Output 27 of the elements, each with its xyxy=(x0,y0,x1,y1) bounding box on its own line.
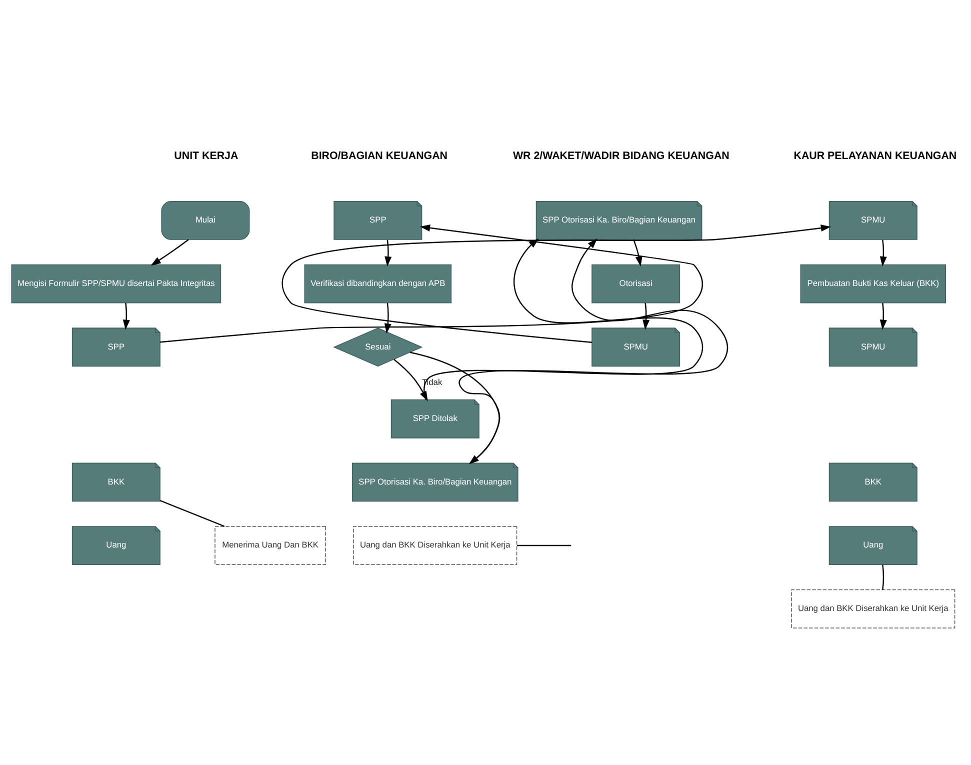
arrow xyxy=(424,238,704,400)
connector xyxy=(517,544,572,546)
node-box: Menerima Uang Dan BKK xyxy=(214,526,326,564)
label: KAUR PELAYANAN KEUANGAN xyxy=(794,150,957,162)
arrow xyxy=(282,224,831,342)
node-box: Uang dan BKK Diserahkan ke Unit Kerja xyxy=(353,526,518,564)
label: BIRO/BAGIAN KEUANGAN xyxy=(311,150,448,162)
connector xyxy=(882,564,884,590)
arrow xyxy=(160,224,703,342)
node-box: Verifikasi dibandingkan dengan APB xyxy=(304,264,452,303)
arrow xyxy=(150,238,189,266)
node-box: Uang dan BKK Diserahkan ke Unit Kerja xyxy=(791,588,956,628)
node-box: Otorisasi xyxy=(592,264,680,303)
arrow xyxy=(384,302,392,334)
node-box: Mengisi Formulir SPP/SPMU disertai Pakta Integritas xyxy=(11,264,222,303)
arrow xyxy=(642,302,650,330)
connector xyxy=(160,500,225,526)
arrow xyxy=(122,302,130,330)
node-box: Mulai xyxy=(161,200,250,240)
arrow xyxy=(880,302,887,330)
node-box: Pembuatan Bukti Kas Keluar (BKK) xyxy=(800,264,946,303)
arrow xyxy=(384,239,392,266)
label: WR 2/WAKET/WADIR BIDANG KEUANGAN xyxy=(512,150,730,162)
label: UNIT KERJA xyxy=(174,150,238,162)
arrow xyxy=(633,239,642,266)
arrow xyxy=(880,239,887,266)
node-diamond: Sesuai xyxy=(333,327,423,366)
